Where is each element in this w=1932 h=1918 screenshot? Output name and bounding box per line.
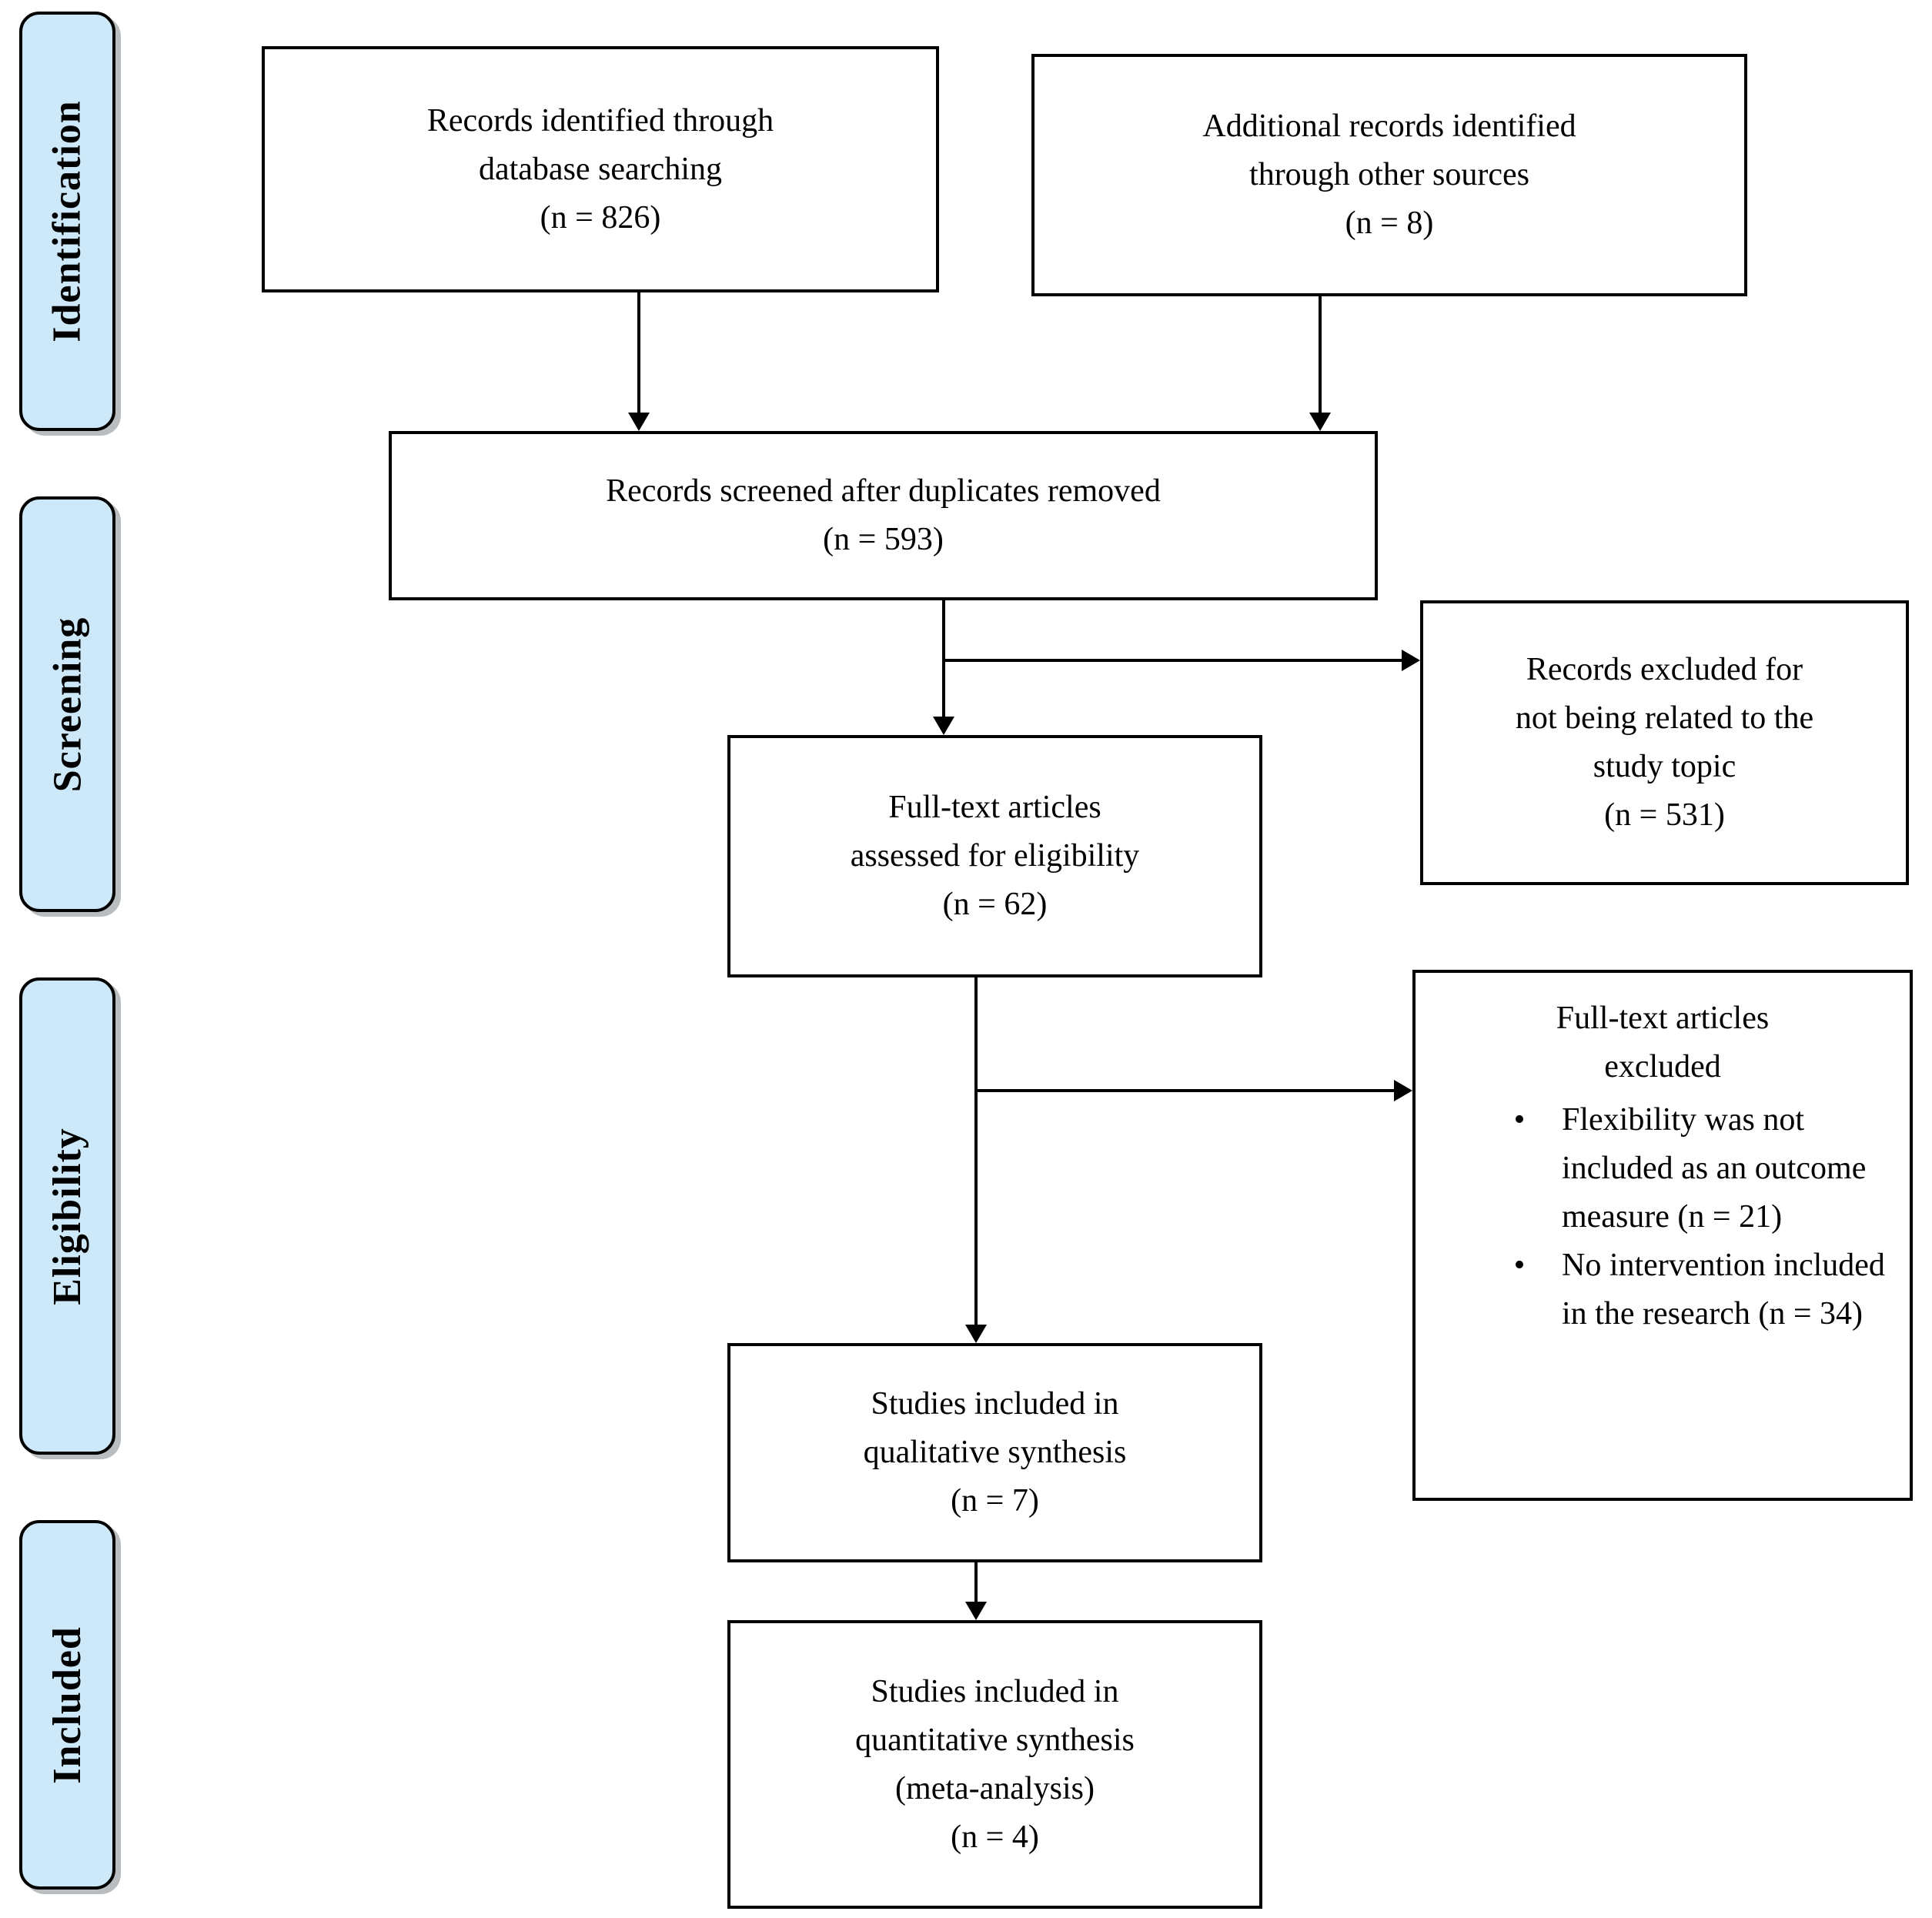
- bullet-item: • Flexibility was not included as an out…: [1431, 1096, 1893, 1241]
- box-records-identified: Records identified through database sear…: [262, 46, 939, 292]
- arrow-head-qualitative-to-quantitative: [965, 1602, 987, 1620]
- box-text: Records identified through database sear…: [426, 102, 774, 236]
- bullet-text: Flexibility was not included as an outco…: [1562, 1102, 1867, 1235]
- box-text: Studies included in quantitative synthes…: [855, 1673, 1135, 1855]
- box-text: Full-text articles assessed for eligibil…: [850, 790, 1140, 922]
- box-text: Records excluded for not being related t…: [1515, 652, 1814, 833]
- arrow-line-additional-to-screened: [1319, 296, 1322, 414]
- bullet-text: No intervention included in the research…: [1562, 1248, 1885, 1332]
- box-qualitative-synthesis: Studies included in qualitative synthesi…: [727, 1343, 1262, 1562]
- box-records-screened: Records screened after duplicates remove…: [389, 431, 1378, 600]
- arrow-head-identified-to-screened: [628, 413, 650, 431]
- box-title: Full-text articles excluded: [1556, 1001, 1770, 1084]
- stage-label-identification: Identification: [45, 100, 90, 342]
- arrow-head-assessed-to-qualitative: [965, 1325, 987, 1343]
- arrow-head-additional-to-screened: [1309, 413, 1331, 431]
- bullet-icon: •: [1513, 1248, 1526, 1283]
- box-fulltext-assessed: Full-text articles assessed for eligibil…: [727, 735, 1262, 977]
- arrow-head-assessed-to-fulltext-excluded: [1394, 1080, 1412, 1101]
- box-records-excluded: Records excluded for not being related t…: [1420, 600, 1909, 885]
- box-text: Additional records identified through ot…: [1202, 109, 1576, 241]
- stage-label-screening: Screening: [45, 616, 89, 792]
- arrow-line-assessed-to-qualitative: [974, 977, 978, 1326]
- arrow-line-qualitative-to-quantitative: [974, 1562, 978, 1603]
- box-quantitative-synthesis: Studies included in quantitative synthes…: [727, 1620, 1262, 1909]
- stage-included: Included: [19, 1520, 115, 1890]
- stage-label-included: Included: [45, 1626, 89, 1784]
- arrow-line-assessed-to-fulltext-excluded: [976, 1089, 1396, 1092]
- arrow-line-identified-to-screened: [637, 292, 640, 414]
- box-additional-records: Additional records identified through ot…: [1031, 54, 1747, 296]
- arrow-head-screened-to-assessed: [933, 717, 954, 735]
- arrow-head-screened-to-excluded: [1402, 650, 1420, 671]
- box-text: Records screened after duplicates remove…: [606, 473, 1161, 557]
- box-fulltext-excluded: Full-text articles excluded • Flexibilit…: [1412, 970, 1913, 1501]
- stage-screening: Screening: [19, 496, 115, 912]
- stage-eligibility: Eligibility: [19, 977, 115, 1455]
- bullet-icon: •: [1513, 1102, 1526, 1138]
- arrow-line-screened-to-excluded: [944, 659, 1403, 662]
- bullet-item: • No intervention included in the resear…: [1431, 1241, 1893, 1338]
- stage-identification: Identification: [19, 12, 115, 431]
- box-text: Studies included in qualitative synthesi…: [863, 1386, 1127, 1519]
- stage-label-eligibility: Eligibility: [45, 1127, 90, 1305]
